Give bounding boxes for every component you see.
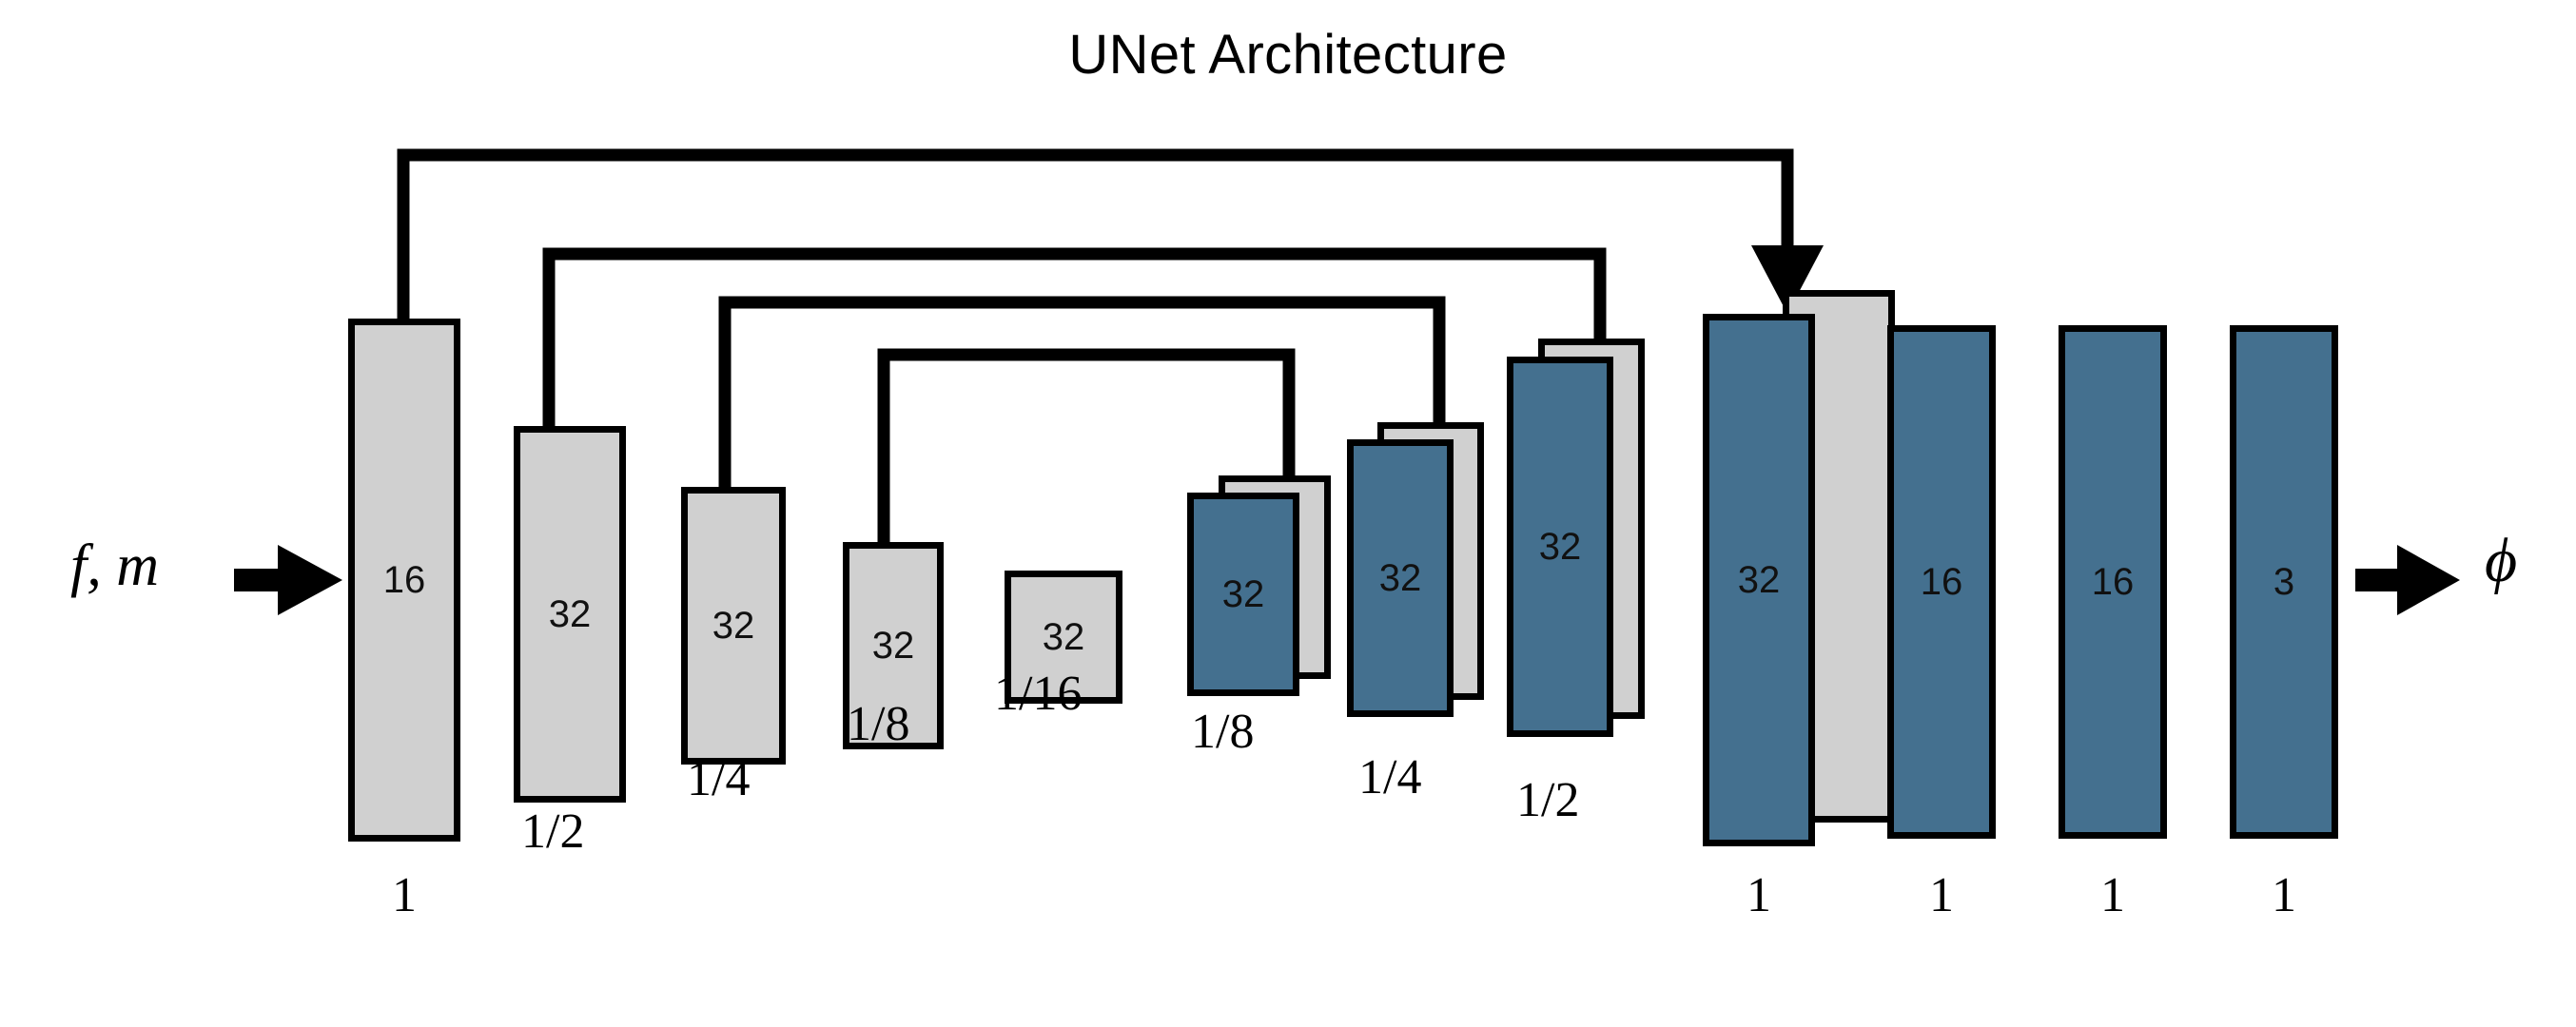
block-channels: 32: [871, 625, 915, 667]
decoder-block-5[interactable]: 32: [1187, 493, 1299, 696]
block-scale-label-1: 1/2: [521, 804, 585, 859]
encoder-block-1[interactable]: 32: [514, 426, 626, 803]
block-scale-label-2: 1/4: [687, 752, 751, 806]
decoder-block-9[interactable]: 16: [1887, 325, 1996, 839]
skip-connection-2: [542, 247, 1636, 426]
output-label: ϕ: [2485, 526, 2518, 595]
block-channels: 32: [1042, 616, 1085, 658]
block-scale-label-5: 1/8: [1191, 705, 1255, 759]
block-channels: 32: [548, 593, 592, 635]
encoder-block-2[interactable]: 32: [681, 487, 786, 765]
encoder-block-0[interactable]: 16: [348, 319, 460, 842]
input-arrow-icon: [234, 545, 342, 615]
block-scale-label-8: 1: [1747, 868, 1771, 922]
block-channels: 3: [2273, 561, 2295, 603]
decoder-block-8[interactable]: 32: [1703, 314, 1815, 846]
block-channels: 32: [1378, 557, 1422, 599]
decoder-block-7[interactable]: 32: [1507, 357, 1613, 737]
block-scale-label-6: 1/4: [1358, 750, 1422, 804]
block-scale-label-4: 1/16: [994, 667, 1083, 721]
input-label: f, m: [70, 533, 159, 598]
decoder-block-6[interactable]: 32: [1347, 439, 1454, 717]
block-channels: 32: [712, 605, 755, 647]
block-channels: 16: [1920, 561, 1963, 603]
block-scale-label-7: 1/2: [1516, 773, 1580, 827]
block-scale-label-0: 1: [392, 868, 417, 922]
block-channels: 32: [1221, 573, 1265, 615]
block-scale-label-10: 1: [2100, 868, 2125, 922]
skip-connection-1: [397, 148, 1824, 319]
page-title: UNet Architecture: [1068, 24, 1508, 86]
block-channels: 16: [382, 559, 426, 601]
block-scale-label-11: 1: [2272, 868, 2296, 922]
decoder-block-11[interactable]: 3: [2230, 325, 2338, 839]
block-channels: 32: [1737, 559, 1781, 601]
block-channels: 32: [1538, 526, 1582, 568]
block-scale-label-9: 1: [1929, 868, 1954, 922]
output-arrow-icon: [2355, 545, 2460, 615]
block-scale-label-3: 1/8: [847, 697, 910, 751]
block-channels: 16: [2091, 561, 2135, 603]
decoder-block-10[interactable]: 16: [2059, 325, 2167, 839]
